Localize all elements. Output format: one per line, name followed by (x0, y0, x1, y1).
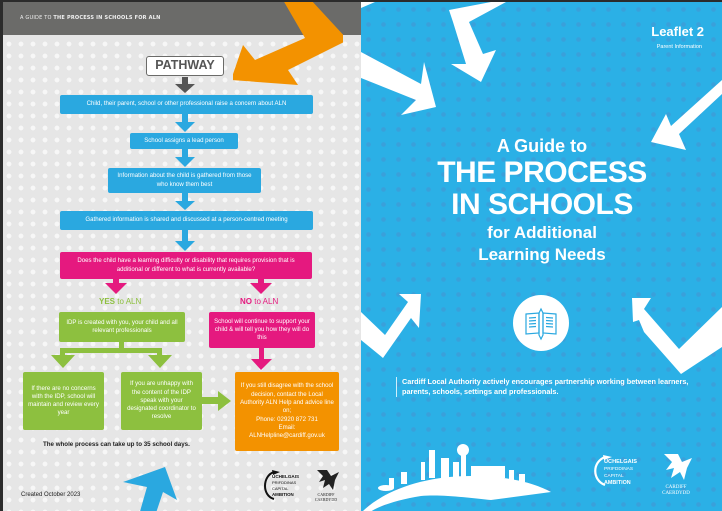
arrow-down-icon (175, 114, 195, 251)
logo-text: PRIFDDINAS (272, 480, 297, 485)
logo-text: CAERDYDD (662, 491, 690, 496)
logo-text: PRIFDDINAS (604, 466, 633, 472)
logo-text: UCHELGAIS (604, 459, 637, 465)
step-meeting: Gathered information is shared and discu… (60, 211, 313, 230)
title-guide: A Guide to (496, 136, 588, 156)
capital-ambition-logo: UCHELGAIS PRIFDDINAS CAPITAL AMBITION (264, 470, 299, 500)
process-duration-note: The whole process can take up to 35 scho… (43, 441, 190, 448)
school-support-box: School will continue to support your chi… (209, 312, 315, 348)
logo-text: CAPITAL (272, 486, 289, 491)
arrow-down-right-icon (361, 52, 436, 115)
arrow-icon (361, 2, 375, 8)
unhappy-box: If you are unhappy with the content of t… (121, 372, 202, 430)
logo-text: UCHELGAIS (272, 474, 299, 479)
logo-text: CAERDYDD (315, 497, 337, 502)
book-pencil-icon (513, 295, 569, 351)
logo-text: AMBITION (272, 492, 294, 497)
cityscape-globe-illustration (363, 444, 551, 511)
cover-title: A Guide to THE PROCESS IN SCHOOLS for Ad… (401, 135, 683, 265)
leaflet-number: Leaflet 2 (651, 24, 704, 39)
title-line-1: THE PROCESS (437, 156, 647, 189)
idp-created-box: IDP is created with you, your child and … (59, 312, 185, 342)
window-frame-top (0, 0, 722, 2)
pathway-page: A GUIDE TO THE PROCESS IN SCHOOLS FOR AL… (3, 2, 361, 511)
leaflet-subtitle: Parent Information (656, 44, 702, 50)
arrow-down-icon (449, 2, 506, 82)
helpline-email[interactable]: ALNHelpline@cardiff.gov.uk (249, 432, 325, 440)
no-label-bold: NO (240, 297, 252, 306)
title-sub-1: for Additional (487, 223, 597, 242)
disagree-box: If you still disagree with the school de… (235, 372, 339, 451)
arrow-up-right-icon (361, 294, 421, 358)
header-title-bold: THE PROCESS IN SCHOOLS FOR ALN (53, 15, 161, 21)
cardiff-council-logo: CARDIFF CAERDYDD (315, 470, 339, 502)
arrow-down-icon (175, 77, 195, 93)
blue-arrow-icon (123, 467, 177, 511)
question-box: Does the child have a learning difficult… (60, 252, 312, 279)
title-sub-2: Learning Needs (478, 245, 606, 264)
yes-label-rest: to ALN (115, 297, 142, 306)
flow-arrows (51, 77, 272, 411)
orange-arrow-icon (233, 2, 343, 85)
arrow-branch-icon (51, 342, 231, 411)
logo-text: CARDIFF (318, 492, 336, 497)
cardiff-council-logo: CARDIFF CAERDYDD (662, 454, 692, 496)
yes-label-bold: YES (99, 297, 116, 306)
step-gather-info: Information about the child is gathered … (108, 168, 261, 193)
logo-text: CARDIFF (665, 485, 686, 490)
cover-page: Leaflet 2 Parent Information A Guide to … (361, 2, 722, 511)
disagree-text: If you still disagree with the school de… (240, 382, 334, 415)
created-date: Created October 2023 (21, 492, 81, 498)
logo-text: CAPITAL (604, 473, 624, 479)
yes-label: YES to ALN (99, 297, 141, 306)
header-prefix: A GUIDE TO (20, 15, 54, 21)
partnership-statement: Cardiff Local Authority actively encoura… (396, 377, 696, 397)
arrow-down-left-icon (651, 80, 722, 150)
step-raise-concern: Child, their parent, school or other pro… (60, 95, 313, 114)
pathway-title: PATHWAY (146, 56, 224, 76)
no-label: NO to ALN (240, 297, 278, 306)
decorative-arrows (361, 2, 722, 374)
header-title: A GUIDE TO THE PROCESS IN SCHOOLS FOR AL… (20, 15, 161, 21)
email-label: Email: (278, 423, 296, 431)
helpline-phone: Phone: 02920 872 731 (256, 415, 318, 423)
title-line-2: IN SCHOOLS (451, 188, 633, 221)
no-concerns-box: If there are no concerns with the IDP, s… (23, 372, 104, 430)
arrow-down-icon (105, 279, 272, 370)
step-lead-person: School assigns a lead person (130, 133, 238, 149)
arrow-up-left-icon (632, 298, 722, 374)
capital-ambition-logo: UCHELGAIS PRIFDDINAS CAPITAL AMBITION (594, 455, 637, 487)
no-label-rest: to ALN (252, 297, 279, 306)
logo-text: AMBITION (604, 480, 631, 486)
